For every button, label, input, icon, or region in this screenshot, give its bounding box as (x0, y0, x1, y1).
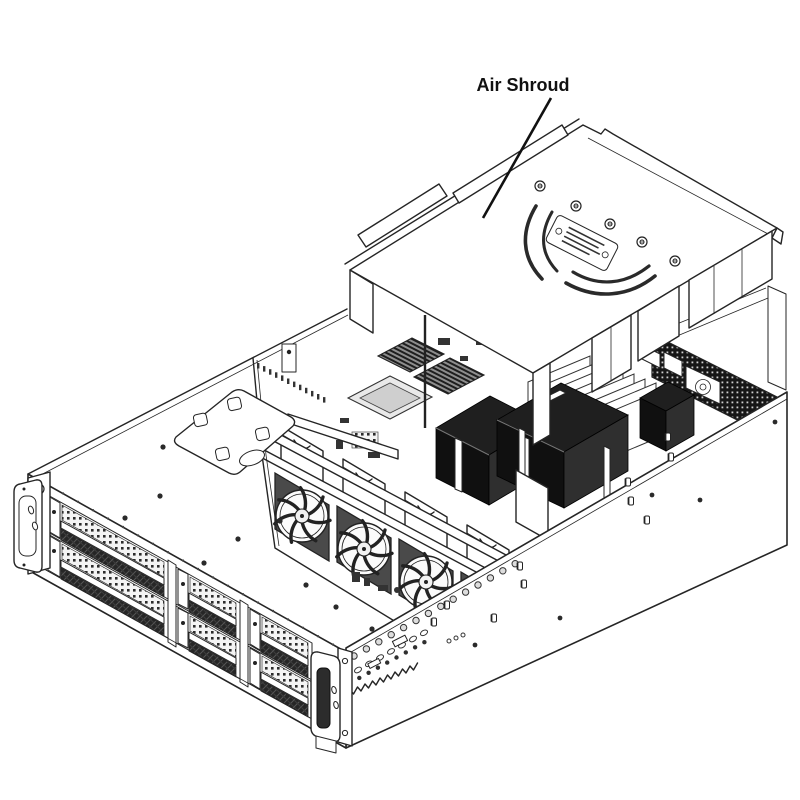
bay-divider (167, 559, 177, 648)
rear-corner-post (767, 285, 787, 391)
warning-label-plate (545, 215, 619, 271)
hold-down-bracket (281, 343, 297, 373)
motherboard (336, 315, 486, 458)
shroud-left-wall (357, 183, 448, 248)
vrm-block (639, 381, 695, 452)
side-screws (472, 419, 778, 648)
callout-label: Air Shroud (477, 75, 570, 95)
heatsink-clip (454, 437, 463, 493)
top-deck (27, 308, 399, 652)
psu-rear (685, 365, 721, 405)
shroud-right-wall (591, 314, 632, 393)
callout-air-shroud: Air Shroud (477, 75, 570, 219)
shroud-right-wall (688, 230, 773, 329)
emi-teeth (257, 363, 326, 403)
shroud-right-wall (637, 285, 680, 362)
handle-slot (316, 667, 331, 729)
chipset-heatsink-icon (376, 337, 446, 373)
drive-tray (45, 532, 169, 639)
front-rim-dots (46, 483, 335, 646)
shroud-front-flap (532, 362, 551, 446)
drive-tray (175, 605, 241, 680)
front-panel-board (352, 572, 400, 593)
drive-tray (247, 645, 313, 720)
ear-foot (315, 735, 337, 754)
drive-tray (45, 493, 169, 600)
drive-tray (247, 606, 313, 681)
chipset-heatsink-icon (412, 357, 486, 395)
drive-tray (175, 566, 241, 641)
front-drive-bays (27, 473, 347, 749)
sawtooth-vent (345, 662, 419, 698)
cpu-heatsink-2 (496, 382, 629, 509)
leader-line (481, 97, 553, 219)
air-shroud (344, 118, 784, 446)
left-rack-ear (13, 471, 51, 575)
airflow-arc-icons (523, 204, 657, 296)
deck-screws (122, 444, 375, 632)
shroud-left-wall (452, 124, 569, 204)
psu-bracket (173, 389, 296, 475)
bay-divider (239, 599, 249, 688)
right-rack-ear (310, 647, 353, 754)
